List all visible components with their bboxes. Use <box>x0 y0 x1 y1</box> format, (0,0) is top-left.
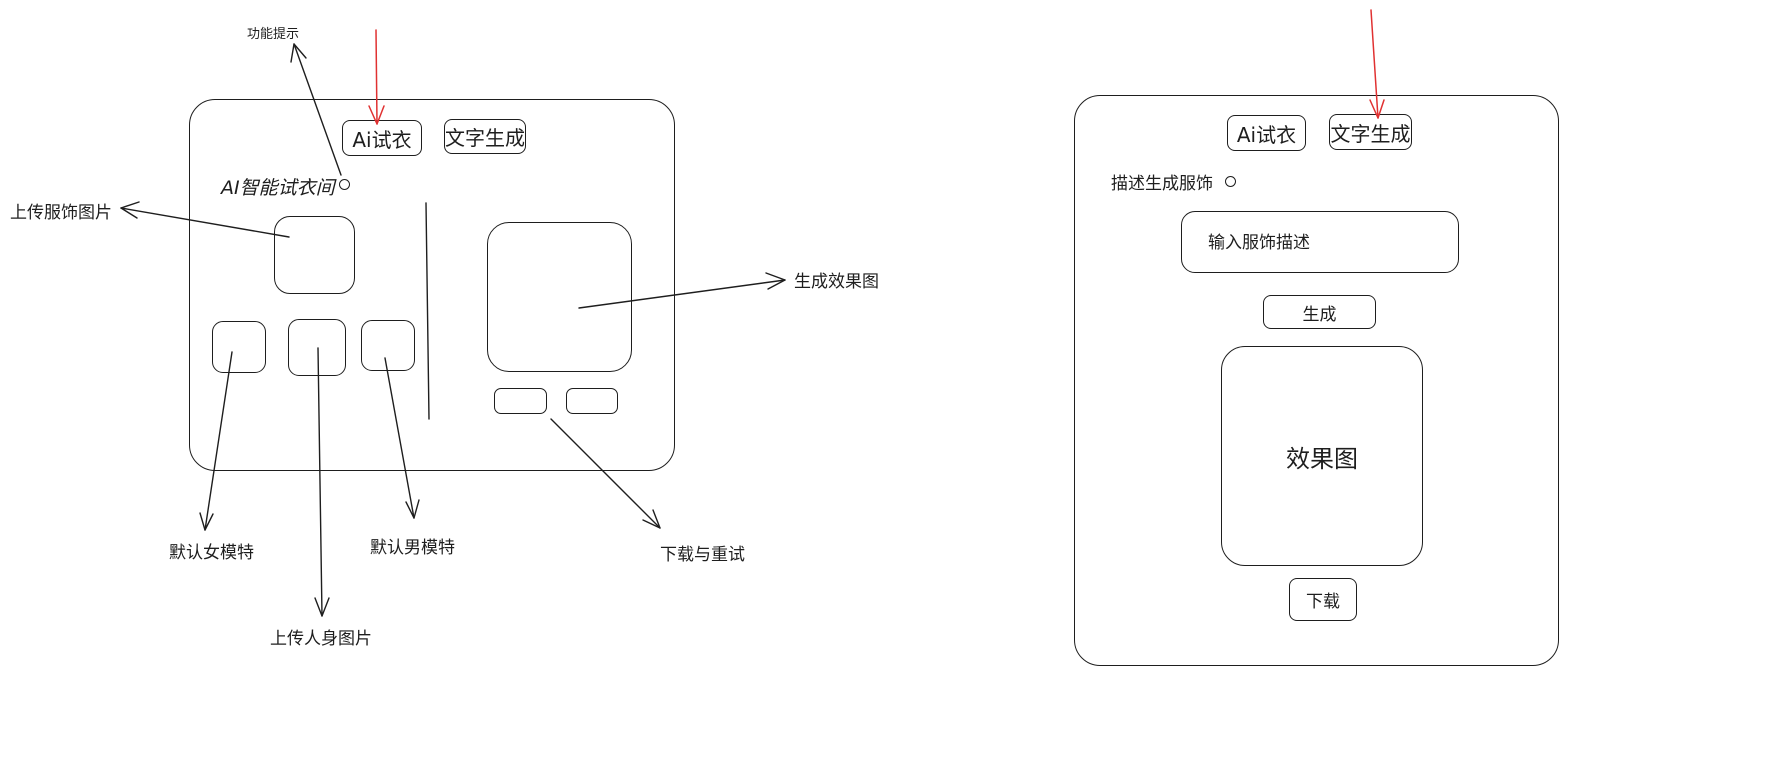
person-upload-slot[interactable] <box>288 319 346 376</box>
arrow-default-female <box>199 351 233 531</box>
female-model-thumb[interactable] <box>212 321 266 373</box>
arrow-default-male <box>384 357 420 519</box>
text-generate-title: 描述生成服饰 <box>1111 174 1213 194</box>
annotation-feature-hint: 功能提示 <box>247 27 300 42</box>
annotation-upload-garment: 上传服饰图片 <box>10 203 112 223</box>
text-generate-panel <box>1074 95 1559 666</box>
male-model-thumb[interactable] <box>361 320 415 371</box>
tryon-panel <box>189 99 675 471</box>
info-dot[interactable] <box>339 179 350 190</box>
download-button[interactable] <box>494 388 547 414</box>
result-preview <box>487 222 632 372</box>
highlight-arrow-textgen <box>1369 9 1385 119</box>
tryon-title: AI智能试衣间 <box>221 177 335 199</box>
tab-ai-tryon[interactable]: Ai试衣 <box>342 120 422 156</box>
arrow-download-retry <box>550 418 661 529</box>
annotation-default-male: 默认男模特 <box>370 538 455 558</box>
annotation-default-female: 默认女模特 <box>169 543 254 563</box>
result-image-box: 效果图 <box>1221 346 1423 566</box>
tab-text-generate-right[interactable]: 文字生成 <box>1329 114 1412 150</box>
arrow-upload-person <box>314 347 330 617</box>
garment-upload-slot[interactable] <box>274 216 355 294</box>
panel-divider <box>425 202 430 420</box>
annotation-upload-person: 上传人身图片 <box>270 629 372 649</box>
tab-text-generate[interactable]: 文字生成 <box>444 119 526 154</box>
retry-button[interactable] <box>566 388 618 414</box>
garment-description-input[interactable]: 输入服饰描述 <box>1181 211 1459 273</box>
description-placeholder: 输入服饰描述 <box>1208 233 1310 253</box>
arrow-result-image <box>578 272 786 309</box>
tab-ai-tryon-right[interactable]: Ai试衣 <box>1227 115 1306 151</box>
result-image-label: 效果图 <box>1286 444 1358 473</box>
info-dot-right[interactable] <box>1225 176 1236 187</box>
annotation-download-retry: 下载与重试 <box>660 545 745 565</box>
arrow-feature-hint <box>290 43 342 176</box>
highlight-arrow-tryon <box>368 29 385 125</box>
arrow-upload-garment <box>120 201 290 238</box>
download-button-right[interactable]: 下载 <box>1289 578 1357 621</box>
generate-button[interactable]: 生成 <box>1263 295 1376 329</box>
annotation-result-image: 生成效果图 <box>794 272 879 292</box>
